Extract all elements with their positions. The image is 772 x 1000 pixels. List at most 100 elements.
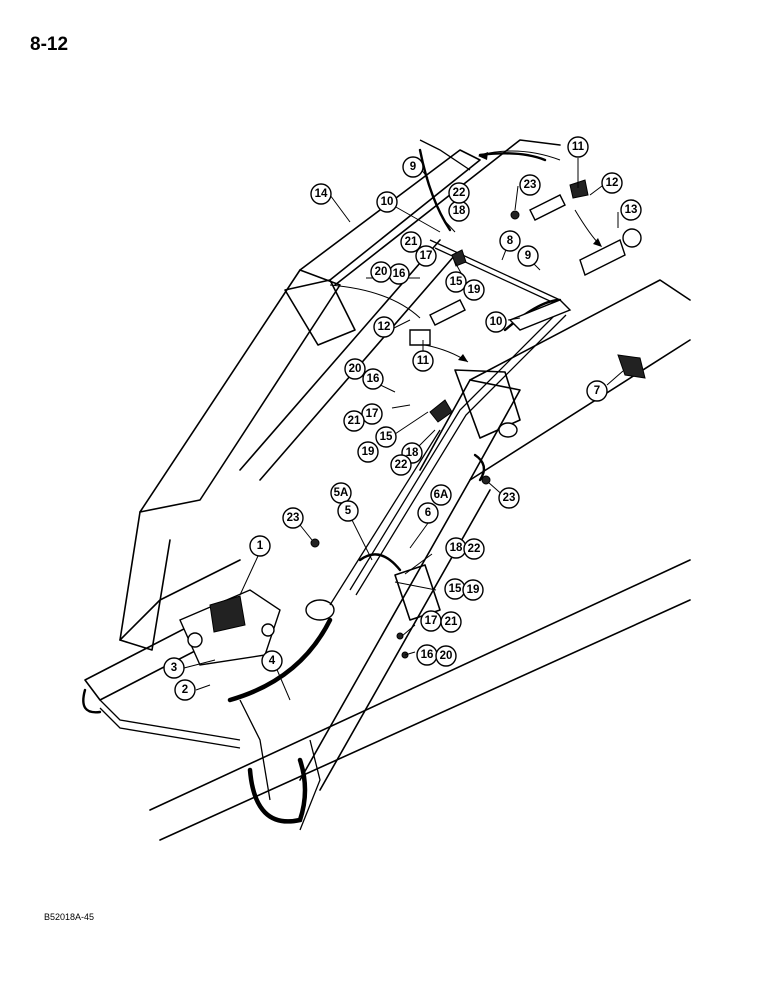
svg-text:23: 23	[524, 179, 537, 191]
svg-text:18: 18	[453, 205, 466, 217]
svg-text:20: 20	[349, 363, 362, 375]
svg-text:18: 18	[450, 542, 463, 554]
callout-17-mid: 17	[361, 403, 383, 425]
figure-code: B52018A-45	[44, 912, 95, 922]
svg-text:16: 16	[421, 649, 434, 661]
exploded-arrows	[329, 150, 602, 363]
callout-21-mid: 21	[343, 410, 365, 432]
svg-text:23: 23	[503, 492, 516, 504]
svg-text:3: 3	[171, 662, 177, 674]
svg-text:17: 17	[425, 615, 438, 627]
svg-text:22: 22	[468, 543, 481, 555]
callout-16-top: 16	[388, 263, 410, 285]
svg-text:2: 2	[182, 684, 188, 696]
svg-text:15: 15	[380, 431, 393, 443]
callout-19-mid: 19	[357, 441, 379, 463]
svg-text:7: 7	[594, 385, 600, 397]
svg-text:22: 22	[453, 187, 466, 199]
svg-text:17: 17	[366, 408, 379, 420]
svg-text:21: 21	[445, 616, 458, 628]
svg-text:13: 13	[625, 204, 638, 216]
callout-6a: 6A	[430, 484, 452, 506]
callout-1: 1	[249, 535, 271, 557]
svg-text:21: 21	[405, 236, 418, 248]
callout-23-left: 23	[282, 507, 304, 529]
components	[179, 179, 646, 666]
callout-14: 14	[310, 183, 332, 205]
svg-text:22: 22	[395, 459, 408, 471]
svg-text:19: 19	[467, 584, 480, 596]
hoses	[82, 148, 562, 824]
svg-text:11: 11	[572, 141, 585, 153]
callout-8: 8	[499, 230, 521, 252]
callout-15-top: 15	[445, 271, 467, 293]
svg-text:6A: 6A	[434, 489, 449, 501]
svg-text:12: 12	[378, 321, 391, 333]
callout-10-right: 10	[485, 311, 507, 333]
callout-7: 7	[586, 380, 608, 402]
svg-text:19: 19	[362, 446, 375, 458]
svg-text:8: 8	[507, 235, 514, 247]
svg-text:14: 14	[315, 188, 328, 200]
svg-text:9: 9	[525, 250, 531, 262]
svg-text:15: 15	[450, 276, 463, 288]
callout-13: 13	[620, 199, 642, 221]
svg-text:20: 20	[375, 266, 388, 278]
callout-22-top: 22	[448, 182, 470, 204]
callout-12-mid: 12	[373, 316, 395, 338]
callout-21-top: 21	[400, 231, 422, 253]
callout-11-top: 11	[567, 136, 589, 158]
svg-text:4: 4	[269, 655, 276, 667]
callout-19-low: 19	[462, 579, 484, 601]
callout-5: 5	[337, 500, 359, 522]
svg-text:6: 6	[425, 507, 431, 519]
callout-11-mid: 11	[412, 350, 434, 372]
callout-22-low: 22	[463, 538, 485, 560]
callout-15-low: 15	[444, 578, 466, 600]
callout-23-top: 23	[519, 174, 541, 196]
callout-9-top: 9	[402, 156, 424, 178]
callout-18-low: 18	[445, 537, 467, 559]
svg-text:17: 17	[420, 250, 433, 262]
callout-22-mid: 22	[390, 454, 412, 476]
callout-12-top: 12	[601, 172, 623, 194]
svg-text:11: 11	[417, 355, 430, 367]
callout-15-mid: 15	[375, 426, 397, 448]
callout-16-low: 16	[416, 644, 438, 666]
svg-text:5: 5	[345, 505, 352, 517]
svg-text:18: 18	[406, 447, 419, 459]
svg-text:23: 23	[287, 512, 300, 524]
callout-6: 6	[417, 502, 439, 524]
callout-21-low: 21	[440, 611, 462, 633]
callout-17-low: 17	[420, 610, 442, 632]
callout-18-top: 18	[448, 200, 470, 222]
svg-text:9: 9	[410, 161, 416, 173]
callout-3: 3	[163, 657, 185, 679]
callout-17-top: 17	[415, 245, 437, 267]
callout-19-top: 19	[463, 279, 485, 301]
svg-text:10: 10	[490, 316, 503, 328]
callout-5a: 5A	[330, 482, 352, 504]
page-number: 8-12	[30, 34, 69, 55]
svg-text:5A: 5A	[334, 487, 349, 499]
svg-text:10: 10	[381, 196, 394, 208]
svg-text:16: 16	[367, 373, 380, 385]
svg-text:12: 12	[606, 177, 619, 189]
callout-23-right: 23	[498, 487, 520, 509]
svg-text:20: 20	[440, 650, 453, 662]
callout-4: 4	[261, 650, 283, 672]
leader-lines	[183, 158, 624, 701]
callout-10-top: 10	[376, 191, 398, 213]
callout-9-right: 9	[517, 245, 539, 267]
callout-20-top: 20	[370, 261, 392, 283]
svg-text:1: 1	[257, 540, 264, 552]
callout-16-mid: 16	[362, 368, 384, 390]
svg-text:15: 15	[449, 583, 462, 595]
svg-text:16: 16	[393, 268, 406, 280]
svg-text:21: 21	[348, 415, 361, 427]
svg-text:19: 19	[468, 284, 481, 296]
callout-20-mid: 20	[344, 358, 366, 380]
callout-2: 2	[174, 679, 196, 701]
callout-20-low: 20	[435, 645, 457, 667]
